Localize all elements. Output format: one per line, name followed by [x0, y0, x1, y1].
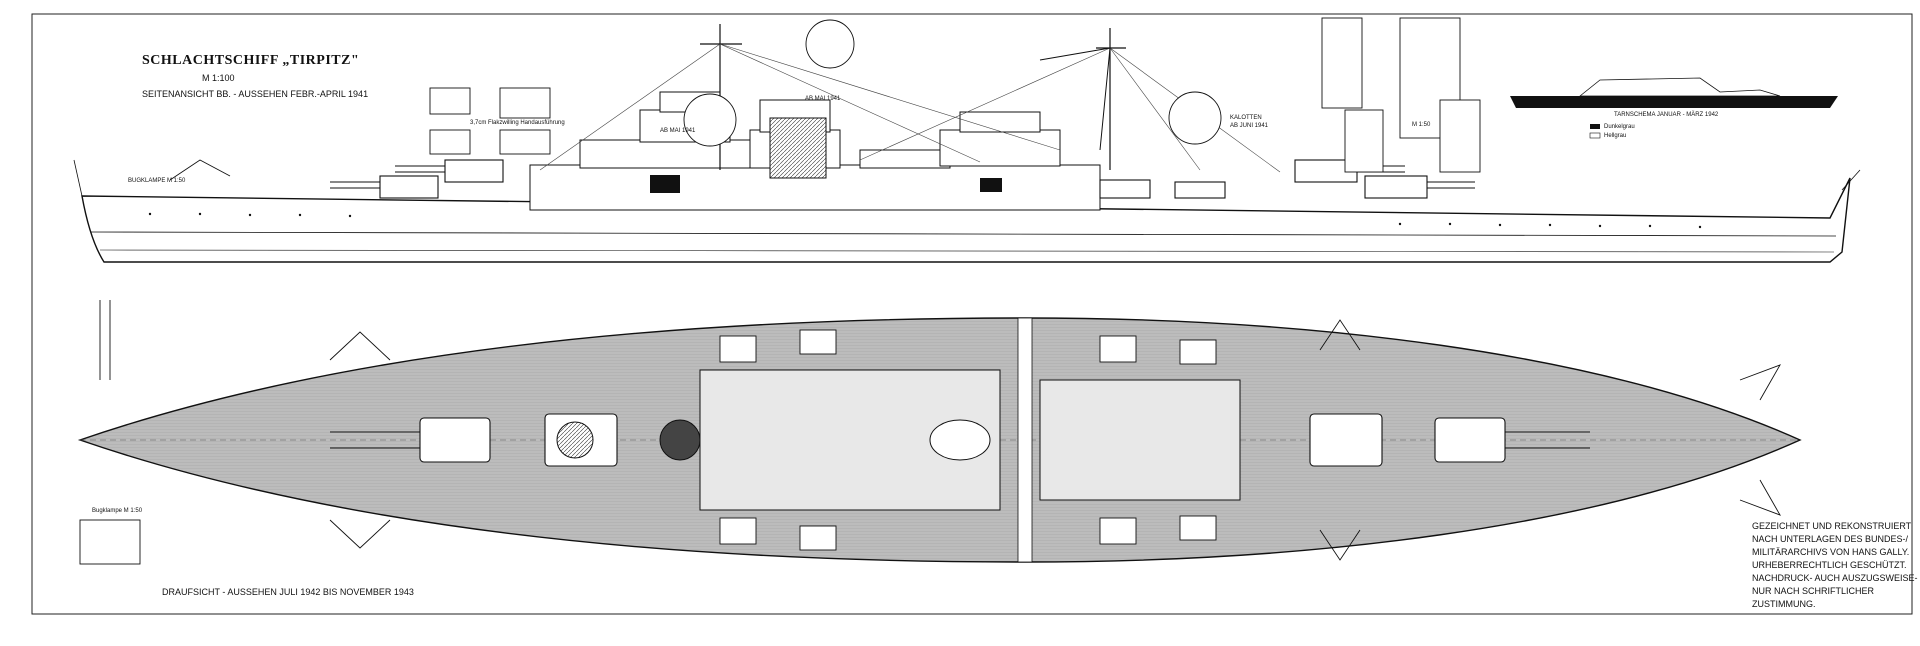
kalotten-label: KALOTTEN AB JUNI 1941: [1230, 115, 1269, 129]
plan-secondary-turrets: [719, 329, 1217, 551]
side-view-caption: SEITENANSICHT BB. - AUSSEHEN FEBR.-APRIL…: [142, 89, 369, 99]
credit-note: GEZEICHNET UND REKONSTRUIERT NACH UNTERL…: [1752, 521, 1918, 609]
side-turrets: [330, 159, 1475, 199]
plan-booms: [329, 319, 1782, 561]
bow-lamp-label-top: BUGKLAMPE M 1:50: [128, 178, 186, 184]
plan-view-caption: DRAUFSICHT - AUSSEHEN JULI 1942 BIS NOVE…: [162, 587, 414, 597]
plan-superstructure: [556, 369, 1241, 511]
side-portholes: [148, 212, 1702, 229]
legend-dark-label: Dunkelgrau: [1604, 124, 1635, 130]
flak-caption: 3,7cm Flakzwilling Handausführung: [470, 120, 565, 126]
legend-light-label: Hellgrau: [1604, 133, 1627, 139]
detail-scale-label: M 1:50: [1412, 122, 1431, 128]
sheet-border: [31, 13, 1913, 615]
side-funnel: [769, 117, 827, 179]
tarnschema-label: TARNSCHEMA JANUAR - MÄRZ 1942: [1614, 112, 1719, 118]
detail-drawings: [79, 17, 1481, 565]
camouflage-scheme: [1510, 77, 1838, 139]
sheet-title: SCHLACHTSCHIFF „TIRPITZ": [142, 53, 360, 68]
ab-mai-label-a: AB MAI 1941: [805, 96, 841, 102]
side-view: [73, 24, 1861, 263]
plan-view: [77, 317, 1802, 563]
bow-lamp-label-bottom: Bugklampe M 1:50: [92, 508, 143, 514]
ab-mai-label-b: AB MAI 1941: [660, 128, 696, 134]
side-hull: [81, 177, 1851, 263]
sheet-scale: M 1:100: [202, 73, 235, 83]
